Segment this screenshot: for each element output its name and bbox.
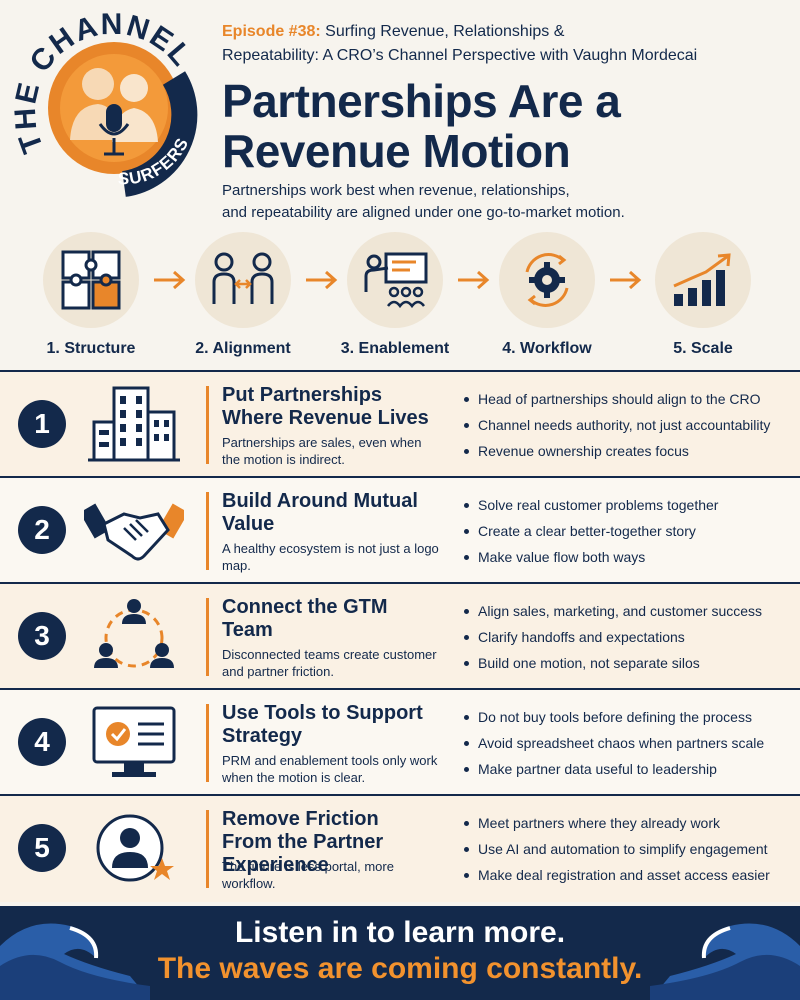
building-icon: [88, 386, 180, 462]
step-workflow: 4. Workflow: [472, 232, 622, 358]
pillar-title: Build Around Mutual Value: [222, 490, 418, 535]
bullet-item: Align sales, marketing, and customer suc…: [462, 598, 792, 624]
pillar-list: 1 Put Partnerships Where Revenue Lives P…: [0, 372, 800, 902]
bullet-item: Solve real customer problems together: [462, 492, 792, 518]
pillar-number-badge: 1: [18, 400, 66, 448]
pillar-number-badge: 2: [18, 506, 66, 554]
bullet-item: Make partner data useful to leadership: [462, 756, 792, 782]
step-label: 1. Structure: [46, 340, 136, 357]
pillar-bullets: Solve real customer problems together Cr…: [462, 492, 792, 570]
pillar-row-1: 1 Put Partnerships Where Revenue Lives P…: [0, 372, 800, 478]
gear-cycle-icon: [525, 253, 569, 307]
monitor-checklist-icon: [92, 706, 176, 777]
pillar-row-2: 2 Build Around Mutual Value A healthy ec…: [0, 478, 800, 584]
step-label: 2. Alignment: [195, 340, 291, 357]
step-label: 5. Scale: [673, 340, 733, 357]
accent-bar: [206, 386, 209, 464]
user-star-icon: [96, 814, 174, 882]
team-network-icon: [94, 599, 174, 668]
pillar-number-badge: 3: [18, 612, 66, 660]
pillar-title: Put Partnerships Where Revenue Lives: [222, 384, 429, 429]
footer-banner: Listen in to learn more. The waves are c…: [0, 906, 800, 1000]
step-label: 4. Workflow: [502, 340, 592, 357]
step-structure: 1. Structure: [16, 232, 166, 358]
pillar-title: Use Tools to Support Strategy: [222, 702, 423, 747]
people-alignment-icon: [212, 252, 274, 304]
bullet-item: Build one motion, not separate silos: [462, 650, 792, 676]
bullet-item: Revenue ownership creates focus: [462, 438, 792, 464]
pillar-row-4: 4 Use Tools to Support Strategy PRM and …: [0, 690, 800, 796]
process-steps: 1. Structure 2. Alignment: [0, 232, 800, 368]
pillar-row-3: 3 Connect the GTM Team Disconnected team…: [0, 584, 800, 690]
episode-title-line1: Surfing Revenue, Relationships &: [320, 23, 565, 40]
step-alignment: 2. Alignment: [168, 232, 318, 358]
page-title: Partnerships Are a Revenue Motion: [222, 75, 621, 177]
footer-tagline: The waves are coming constantly.: [157, 952, 643, 985]
bullet-item: Create a clear better-together story: [462, 518, 792, 544]
bullet-item: Make value flow both ways: [462, 544, 792, 570]
handshake-icon: [84, 503, 184, 561]
pillar-title: Remove Friction From the Partner Experie…: [222, 808, 384, 876]
presentation-icon: [364, 252, 428, 309]
accent-bar: [206, 810, 209, 888]
episode-number: Episode #38:: [222, 23, 321, 40]
bullet-item: Make deal registration and asset access …: [462, 862, 792, 888]
pillar-description: Partnerships are sales, even when the mo…: [222, 435, 422, 467]
pillar-description: A healthy ecosystem is not just a logo m…: [222, 541, 439, 573]
arrow-right-icon: [154, 270, 186, 290]
section-divider: [0, 370, 800, 372]
channel-surfers-logo: THE CHANNEL SURFERS: [14, 8, 198, 197]
header: THE CHANNEL SURFERS Episode #38: Surfing…: [0, 0, 800, 232]
episode-heading: Episode #38: Surfing Revenue, Relationsh…: [222, 20, 792, 68]
pillar-description: The future is less portal, more workflow…: [222, 859, 394, 891]
wave-right-icon: [650, 923, 800, 1000]
puzzle-icon: [61, 250, 121, 310]
pillar-title: Connect the GTM Team: [222, 596, 388, 641]
intro-text: Partnerships work best when revenue, rel…: [222, 182, 625, 221]
pillar-number-badge: 5: [18, 824, 66, 872]
step-enablement: 3. Enablement: [320, 232, 470, 358]
bullet-item: Use AI and automation to simplify engage…: [462, 836, 792, 862]
pillar-bullets: Meet partners where they already work Us…: [462, 810, 792, 888]
step-label: 3. Enablement: [340, 340, 450, 357]
pillar-row-5: 5 Remove Friction From the Partner Exper…: [0, 796, 800, 902]
footer-cta: Listen in to learn more.: [234, 916, 566, 949]
pillar-number-badge: 4: [18, 718, 66, 766]
arrow-right-icon: [306, 270, 338, 290]
accent-bar: [206, 598, 209, 676]
pillar-description: PRM and enablement tools only work when …: [222, 753, 438, 785]
episode-title-line2: Repeatability: A CRO’s Channel Perspecti…: [222, 47, 698, 64]
step-scale: 5. Scale: [628, 232, 778, 358]
bullet-item: Meet partners where they already work: [462, 810, 792, 836]
accent-bar: [206, 492, 209, 570]
bullet-item: Channel needs authority, not just accoun…: [462, 412, 792, 438]
pillar-description: Disconnected teams create customer and p…: [222, 647, 437, 679]
pillar-bullets: Do not buy tools before defining the pro…: [462, 704, 792, 782]
bullet-item: Clarify handoffs and expectations: [462, 624, 792, 650]
wave-left-icon: [0, 923, 150, 1000]
bullet-item: Avoid spreadsheet chaos when partners sc…: [462, 730, 792, 756]
arrow-right-icon: [458, 270, 490, 290]
pillar-bullets: Align sales, marketing, and customer suc…: [462, 598, 792, 676]
arrow-right-icon: [610, 270, 642, 290]
pillar-bullets: Head of partnerships should align to the…: [462, 386, 792, 464]
growth-chart-icon: [673, 253, 731, 306]
accent-bar: [206, 704, 209, 782]
bullet-item: Head of partnerships should align to the…: [462, 386, 792, 412]
bullet-item: Do not buy tools before defining the pro…: [462, 704, 792, 730]
